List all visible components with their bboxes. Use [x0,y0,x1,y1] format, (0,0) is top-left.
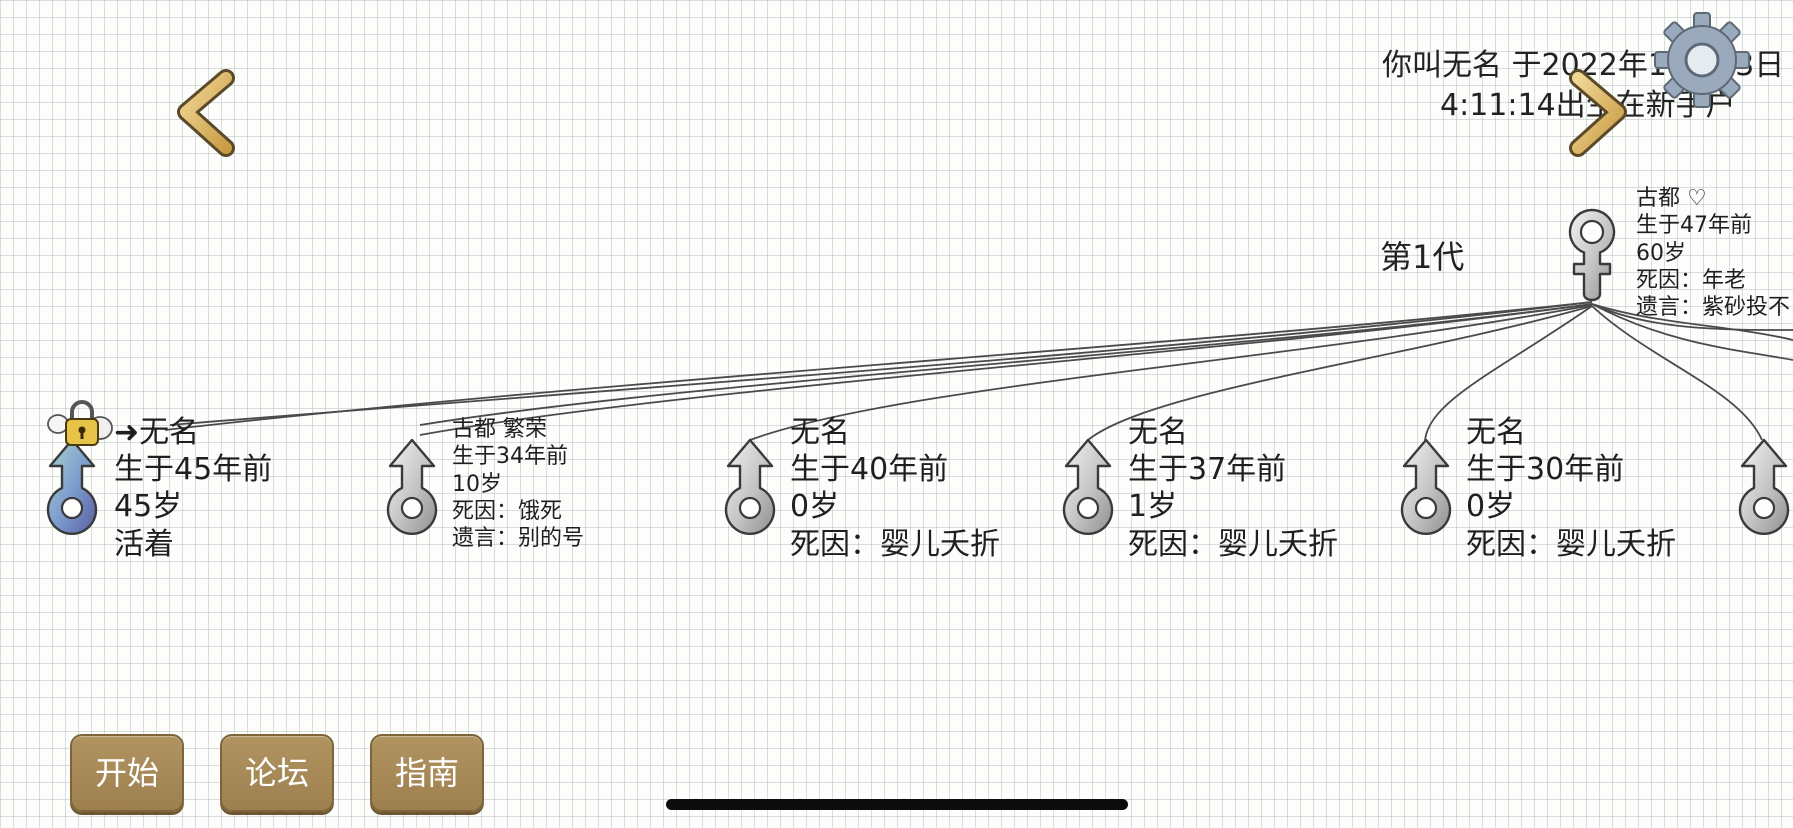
parent-last-words: 遗言：紫砂投不 [1636,295,1791,321]
child-born: 生于40年前 [790,452,949,488]
chevron-left-icon[interactable] [168,68,248,158]
child-age: 10岁 [452,471,502,497]
child-death-cause: 死因：婴儿夭折 [1466,526,1676,562]
start-button[interactable]: 开始 [70,734,184,812]
child-born: 生于37年前 [1128,452,1287,488]
child-last-words: 遗言：别的号 [452,526,585,552]
child-age: 45岁 [114,489,183,525]
guide-button[interactable]: 指南 [370,734,484,812]
female-symbol-icon [1568,208,1616,302]
parent-born: 生于47年前 [1636,213,1752,239]
child-death-cause: 死因：婴儿夭折 [1128,526,1338,562]
child-death-cause: 死因：饿死 [452,498,563,524]
child-name: 无名 [1128,415,1188,450]
gear-icon[interactable] [1652,10,1752,110]
child-born: 生于45年前 [114,452,273,488]
child-name: 无名 [790,415,850,450]
home-indicator[interactable] [666,799,1128,810]
parent-death-cause: 死因：年老 [1636,267,1747,293]
lock-icon [47,400,113,446]
parent-age: 60岁 [1636,240,1686,266]
male-symbol-icon [720,436,780,536]
child-name: ➜无名 [114,415,200,450]
child-age: 1岁 [1128,489,1178,525]
child-born: 生于30年前 [1466,452,1625,488]
male-symbol-icon [382,436,442,536]
child-age: 0岁 [790,489,840,525]
child-name: 无名 [1466,415,1526,450]
male-symbol-icon [1058,436,1118,536]
parent-name: 古都 ♡ [1636,186,1707,211]
child-status: 活着 [114,526,174,562]
chevron-right-icon[interactable] [1556,68,1636,158]
child-born: 生于34年前 [452,444,568,470]
child-death-cause: 死因：婴儿夭折 [790,526,1000,562]
child-name: 古都 繁荣 [452,417,547,442]
male-symbol-icon[interactable] [1734,436,1793,536]
male-symbol-icon [1396,436,1456,536]
male-symbol-icon [42,436,102,536]
generation-label: 第1代 [1380,238,1465,276]
child-age: 0岁 [1466,489,1516,525]
forum-button[interactable]: 论坛 [220,734,334,812]
